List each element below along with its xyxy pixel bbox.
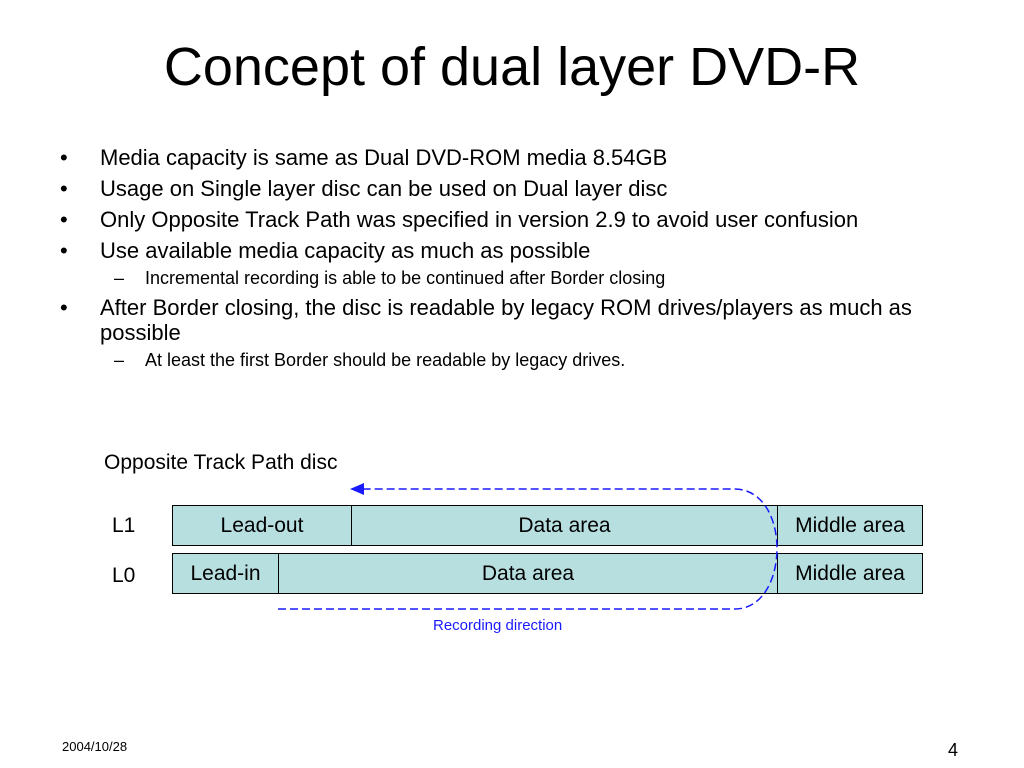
- l1-data-area-segment: Data area: [351, 505, 778, 546]
- bullet-text: Media capacity is same as Dual DVD-ROM m…: [100, 145, 668, 170]
- page-number: 4: [948, 740, 959, 760]
- recording-path-line: [278, 488, 778, 610]
- bullet-list: • Media capacity is same as Dual DVD-ROM…: [60, 145, 960, 377]
- bullet-text: Usage on Single layer disc can be used o…: [100, 176, 668, 201]
- l0-data-area-segment: Data area: [278, 553, 778, 594]
- l1-lead-out-segment: Lead-out: [172, 505, 352, 546]
- bullet-item: • Media capacity is same as Dual DVD-ROM…: [60, 145, 960, 170]
- l0-middle-area-segment: Middle area: [777, 553, 923, 594]
- diagram-title: Opposite Track Path disc: [104, 451, 338, 474]
- bullet-item: • After Border closing, the disc is read…: [60, 295, 960, 345]
- sub-bullet-item: – Incremental recording is able to be co…: [60, 267, 960, 289]
- bullet-mark: •: [60, 207, 68, 232]
- bullet-mark: •: [60, 295, 68, 320]
- bullet-mark: •: [60, 176, 68, 201]
- sub-bullet-item: – At least the first Border should be re…: [60, 349, 960, 371]
- recording-direction-label: Recording direction: [433, 617, 563, 634]
- bullet-mark: •: [60, 145, 68, 170]
- bullet-text: Use available media capacity as much as …: [100, 238, 591, 263]
- sub-bullet-text: At least the first Border should be read…: [145, 350, 626, 370]
- bullet-mark: •: [60, 238, 68, 263]
- l1-middle-area-segment: Middle area: [777, 505, 923, 546]
- slide-title: Concept of dual layer DVD-R: [163, 37, 861, 97]
- arrow-head-icon: [350, 483, 364, 495]
- bullet-item: • Only Opposite Track Path was specified…: [60, 207, 960, 232]
- bullet-item: • Usage on Single layer disc can be used…: [60, 176, 960, 201]
- bullet-item: • Use available media capacity as much a…: [60, 238, 960, 263]
- dash-mark: –: [114, 350, 125, 370]
- footer-date: 2004/10/28: [62, 739, 128, 754]
- sub-bullet-text: Incremental recording is able to be cont…: [145, 268, 666, 288]
- layer-label-l0: L0: [112, 564, 136, 587]
- layer-label-l1: L1: [112, 514, 136, 537]
- bullet-text: After Border closing, the disc is readab…: [100, 295, 912, 345]
- dash-mark: –: [114, 268, 125, 288]
- bullet-text: Only Opposite Track Path was specified i…: [100, 207, 859, 232]
- l0-lead-in-segment: Lead-in: [172, 553, 279, 594]
